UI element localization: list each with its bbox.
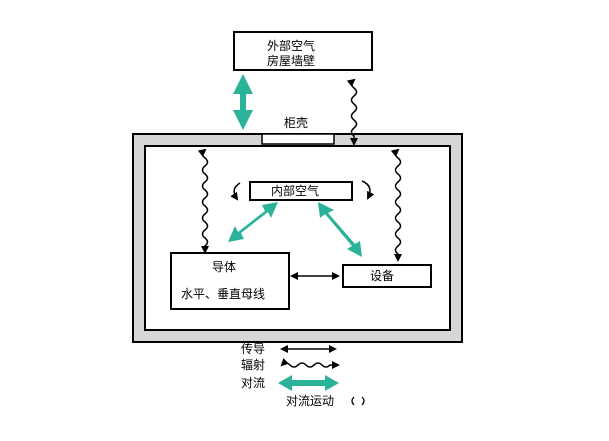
cabinet-top-opening: [261, 133, 335, 145]
outside-box: 外部空气 房屋墙壁: [233, 31, 373, 71]
legend-convection-arrow: [278, 375, 339, 391]
conductor-box: 导体 水平、垂直母线: [170, 252, 290, 310]
convection-arrow-right: [318, 202, 362, 257]
building-wall-label: 房屋墙壁: [267, 54, 316, 68]
legend-convection-label: 对流: [241, 376, 266, 390]
legend-convective-motion-icon: [351, 396, 365, 406]
busbar-label: 水平、垂直母线: [181, 287, 266, 301]
legend-radiation-label: 辐射: [241, 358, 266, 372]
convection-arrow-left: [228, 202, 278, 242]
convective-motion-right-icon: [361, 180, 375, 200]
cabinet-label: 柜壳: [284, 116, 309, 130]
equipment-box: 设备: [342, 264, 432, 288]
equipment-label: 设备: [370, 269, 395, 283]
outside-air-label: 外部空气: [267, 39, 316, 53]
radiation-arrow-outside: [346, 78, 358, 146]
radiation-arrow-right: [390, 148, 402, 262]
radiation-arrow-left: [197, 148, 209, 254]
convective-motion-left-icon: [230, 182, 241, 201]
legend-radiation-arrow: [280, 357, 340, 369]
internal-air-box: 内部空气: [249, 181, 353, 201]
convection-arrow-top: [233, 74, 253, 130]
internal-air-label: 内部空气: [271, 184, 320, 198]
legend-convective-motion-label: 对流运动: [286, 394, 335, 408]
conductor-title: 导体: [212, 260, 237, 274]
legend-conduction-label: 传导: [241, 342, 266, 356]
